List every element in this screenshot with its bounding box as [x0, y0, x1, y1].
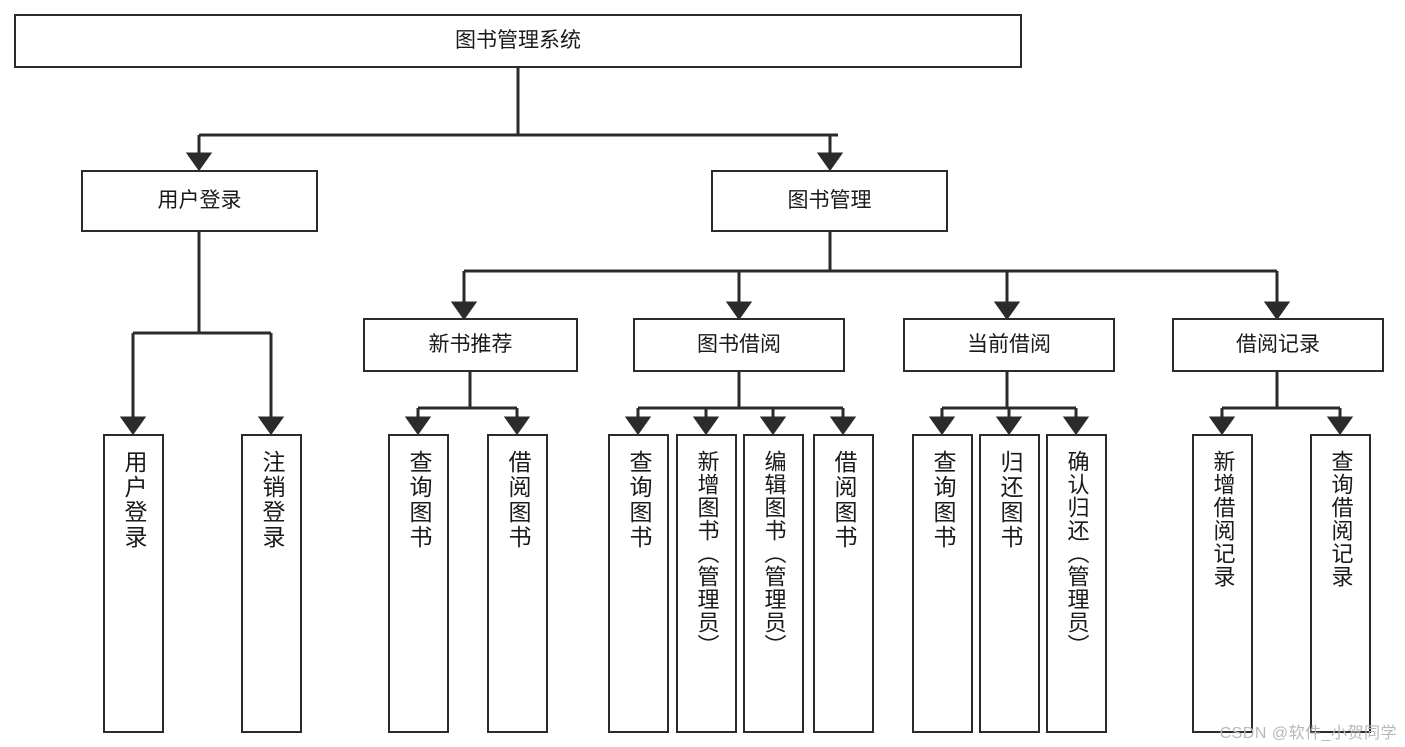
node-leaf-add-book[interactable]: 新增图书（管理员） — [676, 434, 737, 733]
node-user-login[interactable]: 用户登录 — [81, 170, 318, 232]
node-leaf-query-record-label: 查询借阅记录 — [1328, 450, 1354, 588]
node-leaf-borrow-book-2-label: 借阅图书 — [831, 450, 857, 550]
node-leaf-add-record-label: 新增借阅记录 — [1210, 450, 1236, 588]
node-leaf-query-book-1[interactable]: 查询图书 — [388, 434, 449, 733]
node-leaf-edit-book[interactable]: 编辑图书（管理员） — [743, 434, 804, 733]
node-leaf-query-book-2-label: 查询图书 — [626, 450, 652, 550]
node-leaf-borrow-book-1[interactable]: 借阅图书 — [487, 434, 548, 733]
node-new-book-recommend-label: 新书推荐 — [428, 332, 513, 356]
node-new-book-recommend[interactable]: 新书推荐 — [363, 318, 578, 372]
node-leaf-query-book-2[interactable]: 查询图书 — [608, 434, 669, 733]
node-leaf-edit-book-label: 编辑图书（管理员） — [761, 450, 787, 657]
node-borrow-record[interactable]: 借阅记录 — [1172, 318, 1384, 372]
node-leaf-borrow-book-2[interactable]: 借阅图书 — [813, 434, 874, 733]
node-leaf-query-book-3[interactable]: 查询图书 — [912, 434, 973, 733]
node-leaf-query-book-1-label: 查询图书 — [406, 450, 432, 550]
node-book-borrow-label: 图书借阅 — [697, 332, 781, 356]
node-root-book-management-system[interactable]: 图书管理系统 — [14, 14, 1022, 68]
node-current-borrow-label: 当前借阅 — [967, 332, 1051, 356]
node-current-borrow[interactable]: 当前借阅 — [903, 318, 1115, 372]
node-book-manage[interactable]: 图书管理 — [711, 170, 948, 232]
node-leaf-return-book[interactable]: 归还图书 — [979, 434, 1040, 733]
node-leaf-user-login-label: 用户登录 — [121, 450, 147, 550]
node-user-login-label: 用户登录 — [157, 188, 242, 212]
node-leaf-confirm-return-label: 确认归还（管理员） — [1064, 450, 1090, 657]
node-book-borrow[interactable]: 图书借阅 — [633, 318, 845, 372]
node-leaf-return-book-label: 归还图书 — [997, 450, 1023, 550]
node-borrow-record-label: 借阅记录 — [1236, 332, 1320, 356]
node-leaf-query-book-3-label: 查询图书 — [930, 450, 956, 550]
csdn-watermark: CSDN @软件_小贺同学 — [1219, 725, 1397, 742]
node-leaf-add-book-label: 新增图书（管理员） — [694, 450, 720, 657]
node-leaf-user-logout[interactable]: 注销登录 — [241, 434, 302, 733]
node-book-manage-label: 图书管理 — [787, 188, 872, 212]
node-leaf-user-login[interactable]: 用户登录 — [103, 434, 164, 733]
node-leaf-user-logout-label: 注销登录 — [259, 450, 285, 550]
node-root-label: 图书管理系统 — [455, 28, 581, 52]
node-leaf-borrow-book-1-label: 借阅图书 — [505, 450, 531, 550]
node-leaf-add-record[interactable]: 新增借阅记录 — [1192, 434, 1253, 733]
node-leaf-confirm-return[interactable]: 确认归还（管理员） — [1046, 434, 1107, 733]
node-leaf-query-record[interactable]: 查询借阅记录 — [1310, 434, 1371, 733]
